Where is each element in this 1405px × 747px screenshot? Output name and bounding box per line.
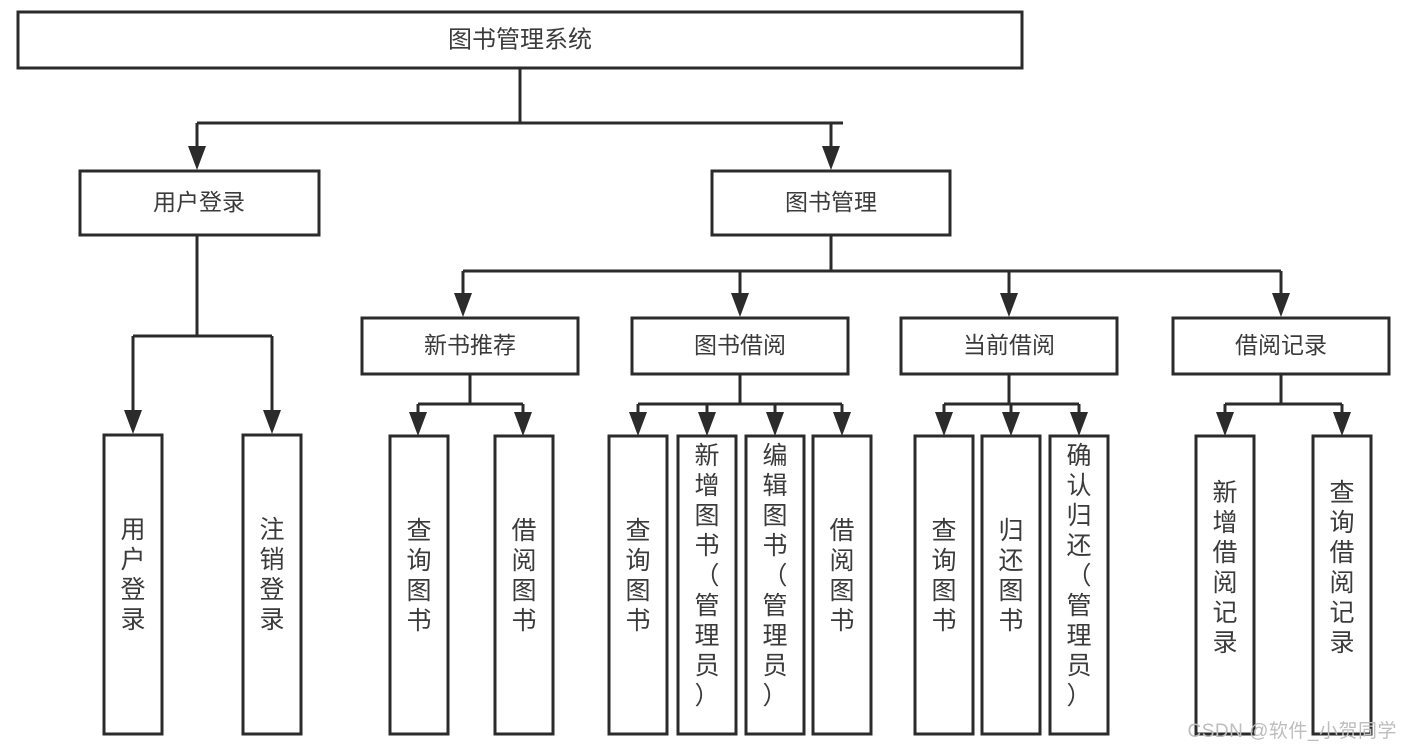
node-leaf-borrow-book-1[interactable]: 借阅图书: [493, 434, 555, 736]
node-leaf-return-book-box[interactable]: [980, 434, 1042, 736]
node-leaf-user-logout-label: 注销登录: [259, 516, 284, 634]
node-leaf-add-book-box[interactable]: [676, 434, 738, 736]
arrowhead-leaf-query-book-3: [935, 412, 953, 436]
node-leaf-query-book-1-label: 查询图书: [406, 517, 431, 635]
arrowhead-user-login: [188, 146, 206, 170]
node-book-borrow-label: 图书借阅: [694, 332, 786, 358]
node-book-borrow-box[interactable]: [630, 316, 850, 376]
node-root-label: 图书管理系统: [448, 26, 592, 53]
arrowhead-leaf-user-logout: [263, 410, 281, 434]
node-leaf-return-book[interactable]: 归还图书: [980, 434, 1042, 736]
node-new-book-recommend-label: 新书推荐: [424, 332, 516, 358]
node-leaf-query-book-3-box[interactable]: [913, 434, 975, 736]
node-leaf-query-record-box[interactable]: [1311, 434, 1373, 736]
connector-group-book-borrow: [629, 374, 851, 436]
arrowhead-book-manage: [822, 146, 840, 170]
node-leaf-confirm-return[interactable]: 确认归还（管理员）: [1048, 434, 1110, 736]
arrowhead-borrow-record: [1272, 293, 1290, 317]
node-leaf-borrow-book-2-label: 借阅图书: [829, 517, 854, 635]
node-leaf-add-record-label: 新增借阅记录: [1212, 479, 1237, 657]
connector-group-user-login: [124, 235, 281, 434]
node-leaf-query-record-label: 查询借阅记录: [1329, 479, 1354, 657]
node-leaf-user-login-label: 用户登录: [120, 516, 145, 634]
csdn-watermark: CSDN @软件_小贺同学: [1187, 721, 1397, 742]
node-leaf-borrow-book-2[interactable]: 借阅图书: [811, 434, 873, 736]
arrowhead-leaf-query-book-1: [409, 412, 427, 436]
node-leaf-return-book-label: 归还图书: [998, 517, 1023, 635]
node-leaf-edit-book-box[interactable]: [744, 434, 806, 736]
connector-group-root: [188, 68, 843, 170]
connector-group-book-manage: [454, 235, 1290, 317]
arrowhead-leaf-edit-book: [766, 412, 784, 436]
node-root[interactable]: 图书管理系统: [16, 10, 1024, 70]
node-book-manage-label: 图书管理: [785, 189, 877, 215]
node-leaf-confirm-return-label: 确认归还（管理员）: [1066, 442, 1091, 710]
node-current-borrow-box[interactable]: [899, 316, 1119, 376]
node-leaf-edit-book-label: 编辑图书（管理员）: [762, 442, 787, 710]
node-leaf-query-book-1[interactable]: 查询图书: [388, 434, 450, 736]
node-leaf-edit-book[interactable]: 编辑图书（管理员）: [744, 434, 806, 736]
node-borrow-record-label: 借阅记录: [1235, 332, 1327, 358]
node-new-book-recommend[interactable]: 新书推荐: [360, 316, 580, 376]
arrowhead-leaf-confirm-return: [1070, 412, 1088, 436]
arrowhead-leaf-query-record: [1333, 412, 1351, 436]
node-leaf-borrow-book-1-label: 借阅图书: [511, 517, 536, 635]
node-user-login[interactable]: 用户登录: [78, 169, 321, 237]
node-leaf-user-login[interactable]: 用户登录: [102, 433, 164, 736]
node-book-manage-box[interactable]: [710, 169, 952, 237]
node-leaf-user-logout-box[interactable]: [241, 433, 303, 736]
node-user-login-box[interactable]: [78, 169, 321, 237]
node-leaf-add-record-box[interactable]: [1194, 434, 1256, 736]
node-root-box[interactable]: [16, 10, 1024, 70]
node-leaf-confirm-return-box[interactable]: [1048, 434, 1110, 736]
node-leaf-query-book-3-label: 查询图书: [931, 517, 956, 635]
node-book-borrow[interactable]: 图书借阅: [630, 316, 850, 376]
node-user-login-label: 用户登录: [153, 189, 245, 215]
node-current-borrow[interactable]: 当前借阅: [899, 316, 1119, 376]
node-leaf-add-book[interactable]: 新增图书（管理员）: [676, 434, 738, 736]
node-leaf-borrow-book-2-box[interactable]: [811, 434, 873, 736]
arrowhead-book-borrow: [731, 293, 749, 317]
arrowhead-leaf-query-book-2: [629, 412, 647, 436]
connector-group-new-book-recommend: [409, 374, 532, 436]
node-leaf-query-book-2-label: 查询图书: [625, 517, 650, 635]
arrowhead-leaf-return-book: [1002, 412, 1020, 436]
node-leaf-query-book-3[interactable]: 查询图书: [913, 434, 975, 736]
arrowhead-leaf-add-book: [698, 412, 716, 436]
connector-group-current-borrow: [935, 374, 1088, 436]
node-leaf-user-login-box[interactable]: [102, 433, 164, 736]
node-borrow-record-box[interactable]: [1171, 316, 1391, 376]
node-borrow-record[interactable]: 借阅记录: [1171, 316, 1391, 376]
node-new-book-recommend-box[interactable]: [360, 316, 580, 376]
arrowhead-leaf-borrow-book-2: [833, 412, 851, 436]
node-book-manage[interactable]: 图书管理: [710, 169, 952, 237]
arrowhead-new-book-recommend: [454, 293, 472, 317]
node-leaf-add-record[interactable]: 新增借阅记录: [1194, 434, 1256, 736]
node-leaf-query-book-2-box[interactable]: [607, 434, 669, 736]
node-current-borrow-label: 当前借阅: [963, 332, 1055, 358]
node-leaf-query-record[interactable]: 查询借阅记录: [1311, 434, 1373, 736]
node-leaf-borrow-book-1-box[interactable]: [493, 434, 555, 736]
connector-group-borrow-record: [1216, 374, 1351, 436]
arrowhead-leaf-add-record: [1216, 412, 1234, 436]
arrowhead-current-borrow: [1000, 293, 1018, 317]
node-leaf-add-book-label: 新增图书（管理员）: [694, 442, 719, 710]
node-leaf-query-book-1-box[interactable]: [388, 434, 450, 736]
arrowhead-leaf-borrow-book-1: [514, 412, 532, 436]
arrowhead-leaf-user-login: [124, 410, 142, 434]
node-leaf-query-book-2[interactable]: 查询图书: [607, 434, 669, 736]
node-leaf-user-logout[interactable]: 注销登录: [241, 433, 303, 736]
